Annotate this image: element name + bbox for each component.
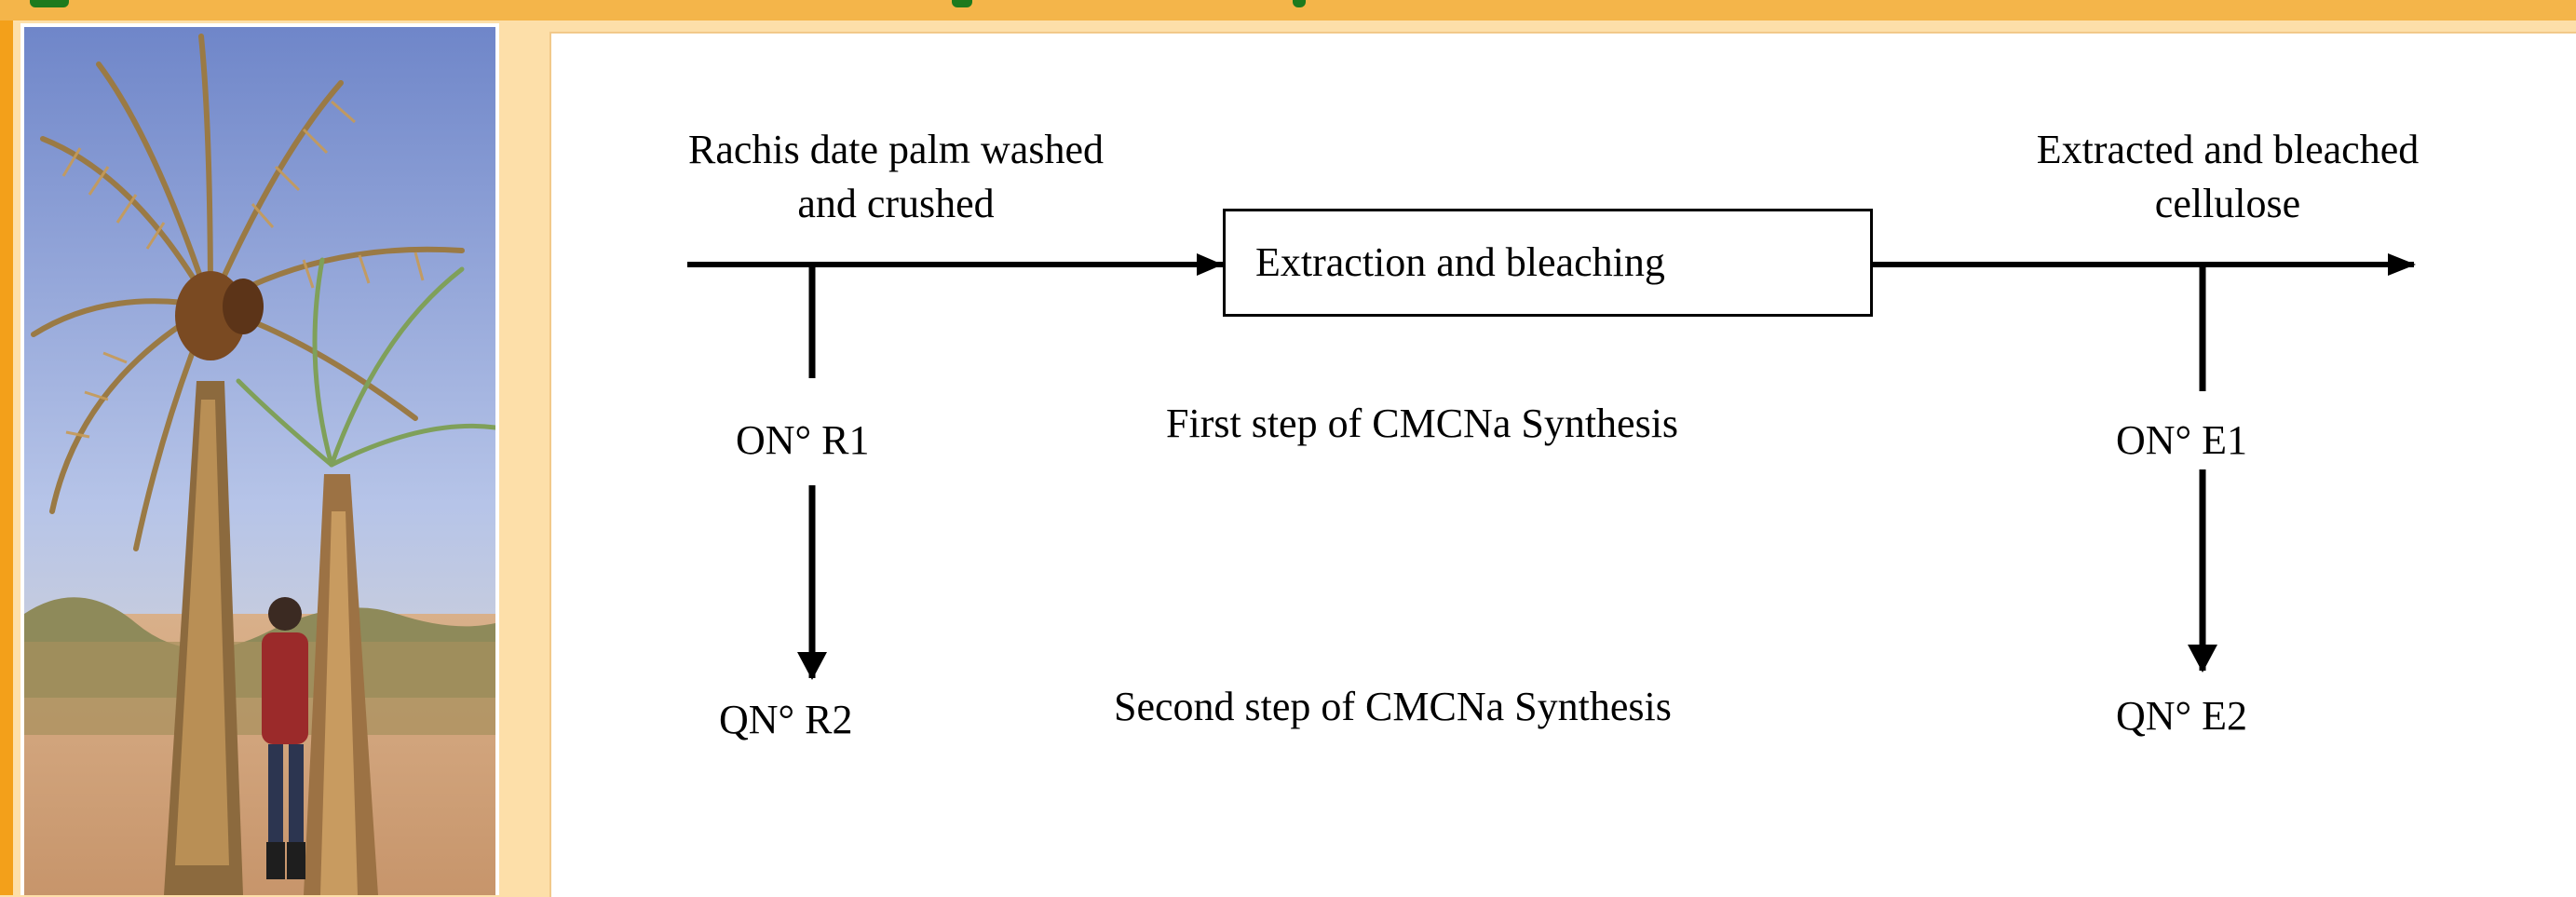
cellulose-step2-arrowhead bbox=[2188, 645, 2217, 673]
output-label-line-2: cellulose bbox=[2154, 181, 2301, 226]
date-palm-photo bbox=[24, 27, 495, 895]
process-box-label: Extraction and bleaching bbox=[1255, 239, 1665, 285]
output-label-line-1: Extracted and bleached bbox=[2036, 127, 2420, 172]
slide-left-stripe bbox=[0, 0, 13, 895]
step2-label: Second step of CMCNa Synthesis bbox=[1114, 684, 1672, 729]
slide-title-strip bbox=[0, 0, 2576, 20]
flow-diagram-panel: Rachis date palm washed and crushed Extr… bbox=[549, 32, 2576, 897]
date-palm-photo-frame bbox=[20, 23, 499, 895]
rachis-step1-label: ON° R1 bbox=[736, 417, 870, 463]
input-label: Rachis date palm washed and crushed bbox=[617, 123, 1175, 231]
input-arrowhead bbox=[1197, 253, 1223, 276]
rachis-step2-label: QN° R2 bbox=[719, 697, 853, 742]
extraction-bleaching-box: Extraction and bleaching bbox=[1223, 209, 1873, 317]
output-label: Extracted and bleached cellulose bbox=[1967, 123, 2488, 231]
rachis-step2-arrowhead bbox=[797, 652, 827, 680]
cellulose-step1-label: ON° E1 bbox=[2116, 417, 2248, 463]
output-arrowhead bbox=[2388, 253, 2416, 276]
step1-label: First step of CMCNa Synthesis bbox=[1166, 401, 1679, 446]
slide-title-cropped bbox=[2, 0, 1306, 9]
input-label-line-1: Rachis date palm washed bbox=[688, 127, 1104, 172]
cellulose-step2-label: QN° E2 bbox=[2116, 693, 2248, 739]
input-label-line-2: and crushed bbox=[797, 181, 995, 226]
flow-diagram-lines bbox=[687, 253, 2416, 680]
